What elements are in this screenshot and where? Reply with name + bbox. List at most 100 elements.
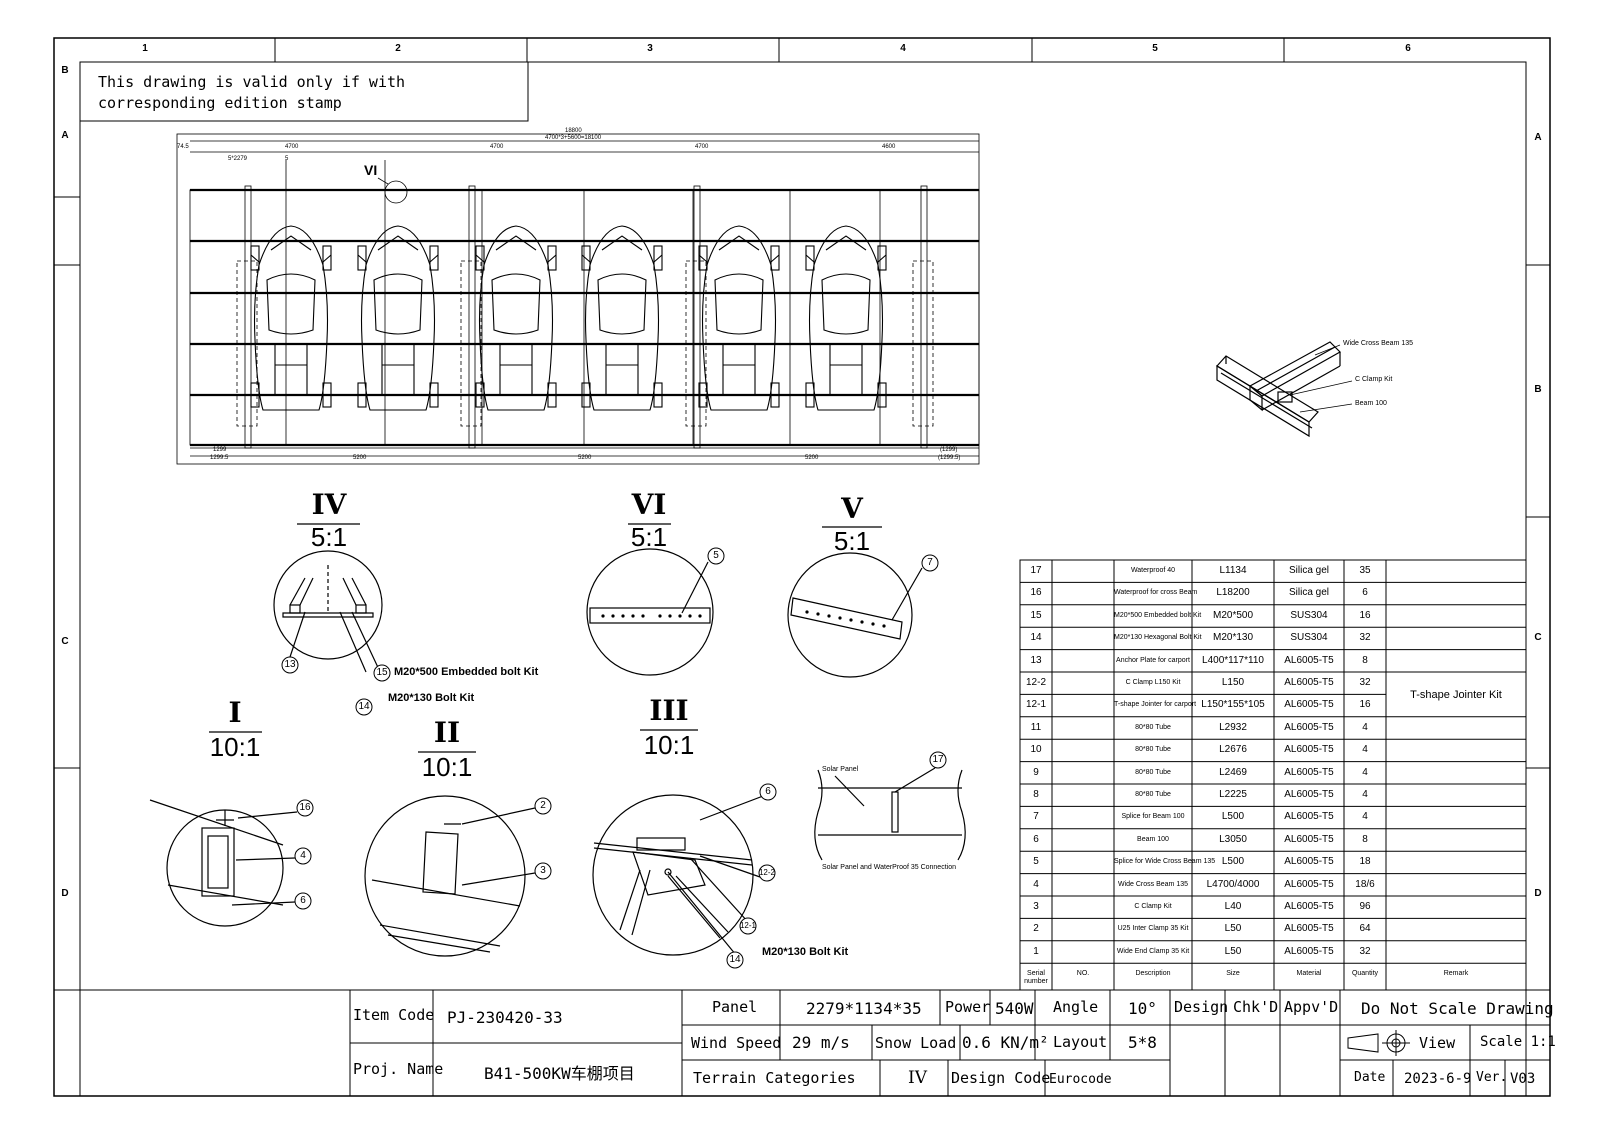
iso-label-beam-100: Beam 100 [1355, 400, 1387, 407]
bom-cell-qty: 16 [1359, 609, 1371, 621]
bom-cell-material: AL6005-T5 [1284, 833, 1334, 845]
detail-title-vi: VI [631, 488, 667, 521]
bom-cell-qty: 32 [1359, 677, 1371, 688]
detail-title-ii: II [433, 716, 461, 749]
bom-cell-qty: 32 [1359, 945, 1371, 957]
layout-value: 5*8 [1128, 1033, 1157, 1052]
bom-cell-material: SUS304 [1290, 609, 1328, 621]
iso-label-c-clamp: C Clamp Kit [1355, 376, 1393, 383]
bom-cell-qty: 6 [1362, 587, 1368, 599]
plan-dim: 1299 [213, 447, 227, 453]
bom-header-cell: Description [1135, 970, 1171, 978]
bom-cell-size: L3050 [1219, 833, 1247, 845]
car-outline [581, 225, 663, 411]
bom-cell-qty: 35 [1359, 565, 1371, 576]
bom-cell-size: L150*155*105 [1201, 699, 1265, 711]
bom-cell-qty: 96 [1359, 901, 1371, 912]
bom-cell-material: AL6005-T5 [1284, 856, 1334, 868]
bom-cell-qty: 4 [1362, 789, 1368, 800]
bom-cell-serial: 5 [1033, 856, 1039, 868]
bom-cell-qty: 18 [1359, 856, 1371, 868]
bom-cell-material: Silica gel [1288, 565, 1330, 576]
do-not-scale-note: Do Not Scale Drawing [1361, 999, 1554, 1018]
bom-cell-qty: 8 [1362, 833, 1368, 845]
power-label: Power [945, 998, 991, 1016]
panel-label: Panel [712, 998, 758, 1016]
bom-cell-serial: 6 [1033, 833, 1039, 845]
bom-cell-desc: C Clamp Kit [1134, 903, 1172, 910]
bom-cell-size: M20*130 [1212, 632, 1254, 644]
bom-cell-size: L2676 [1219, 744, 1247, 756]
bom-cell-qty: 4 [1362, 721, 1368, 733]
bom-cell-serial: 4 [1033, 878, 1039, 890]
column-number: 2 [395, 43, 401, 54]
bom-cell-serial: 13 [1030, 654, 1042, 666]
car-outline [250, 225, 332, 411]
bom-cell-material: AL6005-T5 [1284, 901, 1334, 912]
bom-cell-material: Silica gel [1288, 587, 1330, 599]
detail-title-i: I [228, 696, 242, 729]
row-letter: A [1534, 132, 1542, 143]
design-code: Eurocode [1049, 1072, 1112, 1087]
bom-cell-size: L1134 [1219, 565, 1247, 576]
bom-cell-serial: 3 [1033, 901, 1039, 912]
bom-cell-desc: 80*80 Tube [1135, 723, 1171, 731]
view-label: View [1419, 1034, 1456, 1052]
plan-dim: 5200 [805, 455, 819, 461]
angle-label: Angle [1053, 998, 1099, 1016]
bom-cell-desc: 80*80 Tube [1135, 746, 1171, 754]
proj-name-label: Proj. Name [353, 1060, 444, 1078]
row-letter: B [1534, 384, 1542, 395]
callout-14: 14 [358, 701, 370, 712]
bom-cell-size: L2225 [1219, 789, 1247, 800]
bom-cell-desc: C Clamp L150 Kit [1125, 679, 1181, 686]
bom-cell-desc: Anchor Plate for carport [1116, 656, 1190, 664]
angle-value: 10° [1128, 999, 1157, 1018]
bom-cell-desc: 80*80 Tube [1135, 768, 1171, 776]
plan-dim: 1299.5 [210, 455, 229, 461]
bom-cell-serial: 12-2 [1025, 677, 1046, 688]
bom-cell-size: L150 [1221, 677, 1245, 688]
callout-12-2: 12-2 [758, 868, 775, 877]
plan-dim: (1299.5) [938, 455, 961, 461]
design-label: Design [1174, 998, 1229, 1016]
bom-cell-serial: 15 [1030, 609, 1042, 621]
column-number: 4 [900, 43, 906, 54]
bom-cell-serial: 1 [1033, 945, 1039, 957]
bom-cell-size: L400*117*110 [1202, 654, 1264, 666]
plan-detail-marker: VI [364, 162, 378, 178]
bom-cell-material: AL6005-T5 [1284, 654, 1334, 666]
bom-cell-material: AL6005-T5 [1284, 677, 1334, 688]
bom-cell-size: L500 [1221, 856, 1245, 868]
car-outline [357, 225, 439, 411]
car-outline [698, 225, 780, 411]
callout-15: 15 [376, 667, 388, 678]
callout-6: 6 [300, 895, 306, 906]
bom-header-cell: NO. [1076, 970, 1090, 978]
snow-load-label: Snow Load [875, 1034, 957, 1052]
car-outline [475, 225, 557, 411]
bom-header-cell: Quantity [1351, 970, 1379, 978]
connection-label: Solar Panel and WaterProof 35 Connection [822, 864, 956, 871]
plan-dim: 4600 [882, 144, 896, 150]
column-number: 3 [647, 43, 653, 54]
chkd-label: Chk'D [1233, 998, 1279, 1016]
plan-dim: (1299) [940, 447, 958, 453]
callout-14: 14 [729, 954, 741, 965]
bom-cell-size: L2932 [1219, 721, 1247, 733]
bom-merged-remark: T-shape Jointer Kit [1410, 689, 1502, 701]
callout-6: 6 [765, 786, 771, 797]
callout-16: 16 [299, 802, 311, 813]
bom-cell-size: L4700/4000 [1206, 878, 1260, 890]
bom-cell-material: AL6005-T5 [1284, 699, 1334, 711]
iso-label-cross-beam: Wide Cross Beam 135 [1343, 340, 1414, 347]
validity-note: This drawing is valid only if with corre… [98, 73, 406, 112]
panel-size: 2279*1134*35 [806, 999, 922, 1018]
bom-cell-desc: M20*130 Hexagonal Bolt Kit [1114, 634, 1202, 642]
car-outline [805, 225, 887, 411]
plan-dim: 74.5 [177, 144, 189, 150]
bom-cell-desc: M20*500 Embedded bolt Kit [1114, 611, 1202, 619]
